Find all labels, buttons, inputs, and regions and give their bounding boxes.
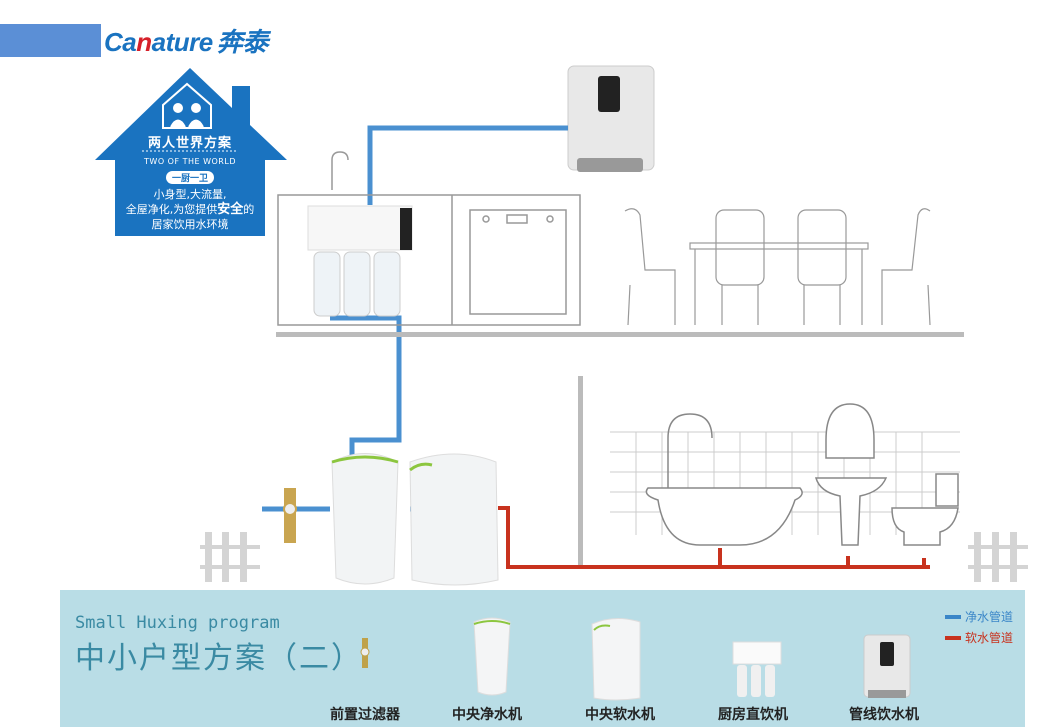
product-label-kitchen-ro: 厨房直饮机	[718, 707, 788, 723]
dining-set	[624, 208, 931, 326]
kitchen-ro-icon	[732, 641, 782, 697]
kitchen-counter	[277, 151, 581, 326]
bathroom-fixtures	[645, 403, 959, 546]
prefilter-icon	[360, 638, 370, 668]
central-purifier-icon	[473, 617, 511, 696]
central-softener-unit	[409, 453, 499, 586]
pure-water-pipe-upper	[367, 125, 568, 205]
family-icon	[162, 82, 212, 129]
legend-soft-water: 软水管道	[945, 629, 1013, 646]
house-card-subtitle: TWO OF THE WORLD	[144, 157, 236, 166]
legend-pure-water: 净水管道	[945, 608, 1013, 625]
product-label-central-purifier: 中央净水机	[452, 707, 522, 723]
pure-water-pipe-riser	[330, 315, 402, 455]
product-label-pipeline-dispenser: 管线饮水机	[849, 707, 919, 723]
central-purifier-unit	[331, 453, 399, 585]
house-card-badge: 一厨一卫	[165, 171, 214, 184]
house-card-description: 小身型,大流量, 全屋净化,为您提供安全的 居家饮用水环境	[125, 188, 255, 231]
panel-title-en: Small Huxing program	[75, 613, 280, 633]
product-label-central-softener: 中央软水机	[585, 707, 655, 723]
product-label-prefilter: 前置过滤器	[330, 707, 400, 723]
pipeline-dispenser-icon	[863, 634, 911, 698]
panel-title-cn: 中小户型方案（二）	[75, 641, 363, 676]
kitchen-ro-unit	[307, 205, 413, 251]
legend-swatch-red	[945, 635, 961, 640]
central-softener-icon	[591, 618, 641, 701]
legend-swatch-blue	[945, 614, 961, 619]
house-card-shape	[95, 68, 287, 236]
house-card-title: 两人世界方案	[147, 136, 232, 151]
fence-left	[200, 532, 260, 582]
brand-bar	[0, 24, 101, 57]
house-card: 两人世界方案 TWO OF THE WORLD 一厨一卫 小身型,大流量, 全屋…	[100, 132, 280, 232]
fence-right	[968, 532, 1028, 582]
wall-divider	[578, 376, 583, 566]
floor-line-upper	[276, 332, 964, 337]
